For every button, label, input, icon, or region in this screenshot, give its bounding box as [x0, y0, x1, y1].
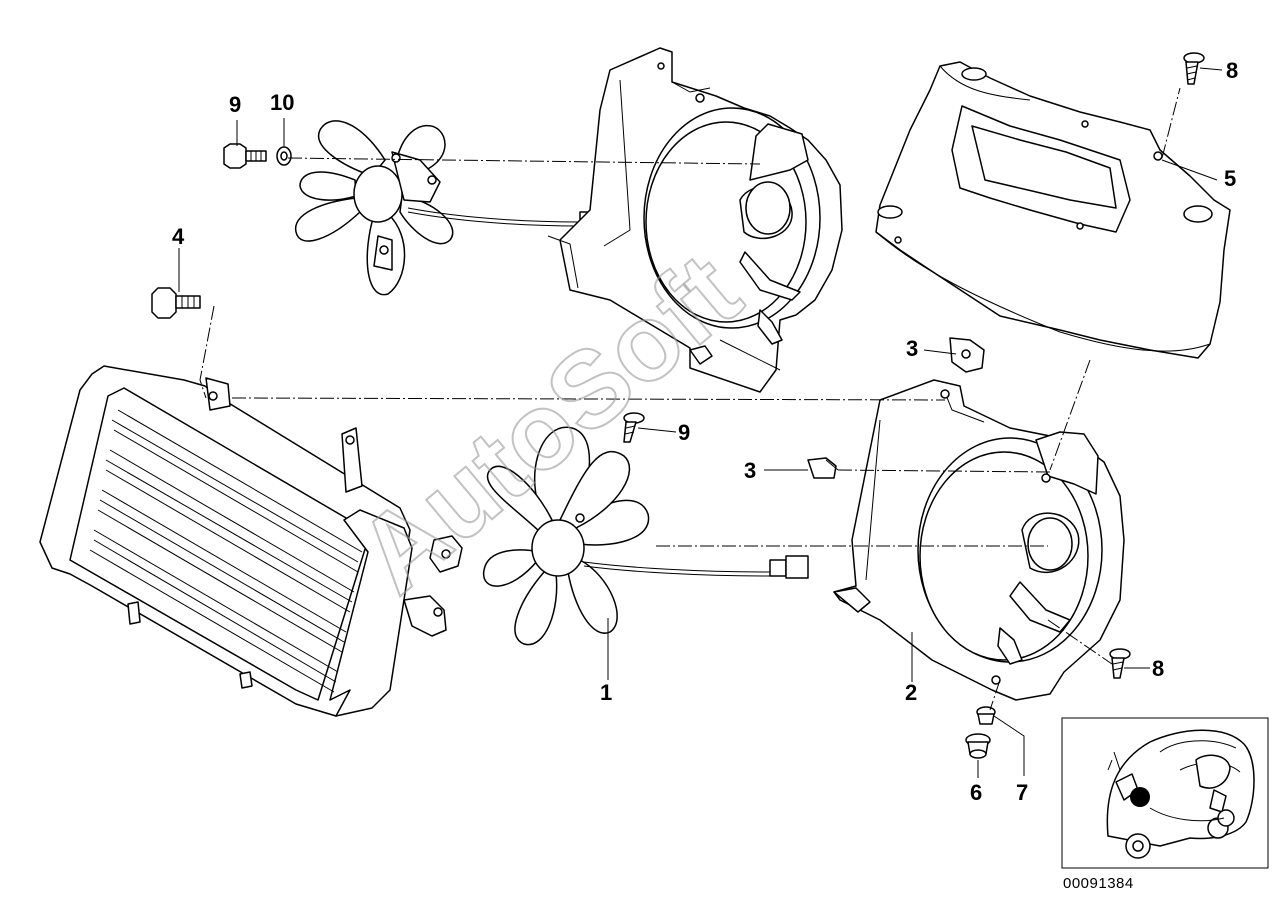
callout-8-top: 8	[1226, 58, 1238, 83]
screw-middle[interactable]	[623, 412, 645, 443]
lower-fan-shroud[interactable]	[833, 379, 1125, 701]
radiator[interactable]	[39, 365, 463, 717]
callout-4: 4	[172, 224, 185, 249]
callout-labels: 1 2 3 3 4 5 6 7 8 8 9 9 10	[172, 58, 1238, 805]
screw-bottom-right[interactable]	[1109, 648, 1131, 679]
washer[interactable]	[276, 146, 292, 166]
callout-3-upper: 3	[906, 336, 918, 361]
lower-fan[interactable]	[483, 426, 809, 646]
diagram-number: 00091384	[1063, 875, 1134, 892]
callout-3-lower: 3	[744, 458, 756, 483]
radiator-cover[interactable]	[875, 61, 1231, 359]
spring-clip-upper[interactable]	[949, 337, 985, 373]
callout-1: 1	[600, 680, 612, 705]
rubber-grommet[interactable]	[965, 733, 991, 759]
hex-bolt-upper[interactable]	[223, 143, 267, 169]
callout-7: 7	[1016, 780, 1028, 805]
screw-top-right[interactable]	[1183, 52, 1205, 85]
callout-8-bottom: 8	[1152, 656, 1164, 681]
upper-fan[interactable]	[295, 120, 623, 296]
locator-inset	[1061, 717, 1269, 869]
callout-9-upper: 9	[229, 92, 241, 117]
callout-10: 10	[270, 90, 294, 115]
spring-clip-lower[interactable]	[807, 457, 839, 479]
callout-5: 5	[1224, 166, 1236, 191]
leader-lines	[178, 67, 1223, 778]
callout-6: 6	[970, 780, 982, 805]
location-marker	[1130, 787, 1150, 807]
bushing[interactable]	[976, 706, 996, 725]
hex-bolt[interactable]	[151, 287, 201, 319]
callout-9-middle: 9	[678, 420, 690, 445]
callout-2: 2	[905, 680, 917, 705]
alignment-lines	[199, 87, 1181, 711]
scooter-icon	[1106, 729, 1255, 859]
